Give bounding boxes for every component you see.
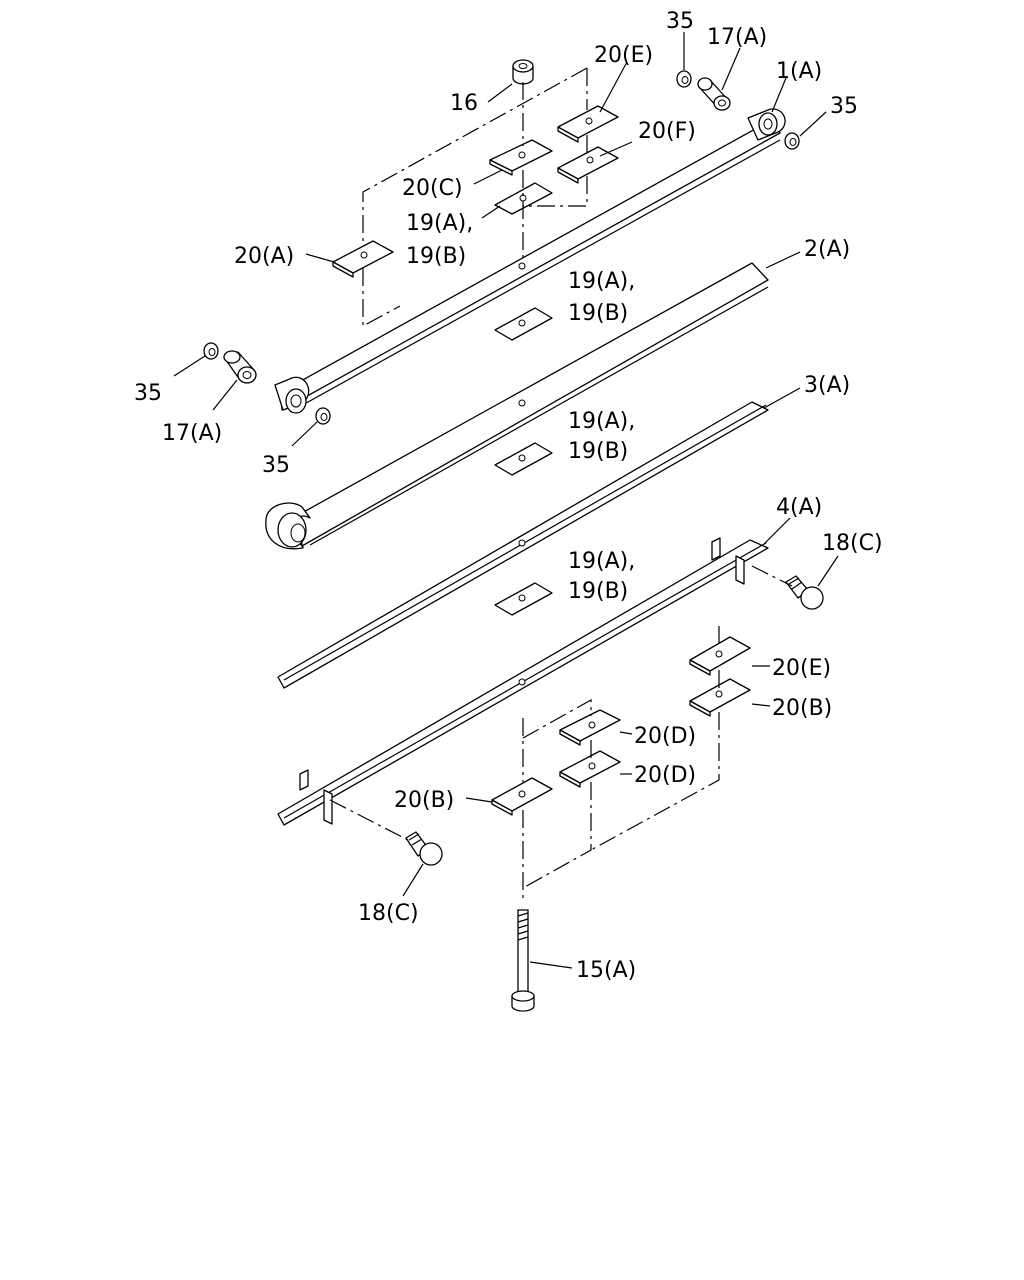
label-18c-right: 18(C) (822, 531, 883, 556)
label-35-left: 35 (134, 381, 162, 406)
plate-20b-left (491, 777, 553, 816)
label-19b-4: 19(B) (568, 579, 628, 604)
label-2a: 2(A) (804, 237, 850, 262)
washer-35-left (203, 342, 219, 360)
label-16: 16 (450, 91, 478, 116)
center-bolt-15a (511, 909, 535, 1012)
plate-20d-upper (559, 709, 621, 746)
label-17a-left: 17(A) (162, 421, 222, 446)
washer-35-lower (315, 407, 331, 425)
label-20e-bottom: 20(E) (772, 656, 831, 681)
label-19a-2: 19(A), (568, 269, 635, 294)
clip-bolt-18c-right (785, 575, 824, 610)
label-20b-left: 20(B) (394, 788, 454, 813)
label-20f: 20(F) (638, 119, 696, 144)
label-35-lower: 35 (262, 453, 290, 478)
nut-16 (512, 59, 534, 85)
label-20d-upper: 20(D) (634, 724, 696, 749)
plate-20a (332, 240, 394, 278)
label-19a-1: 19(A), (406, 211, 473, 236)
plate-20b-right (689, 678, 751, 717)
label-35-right: 35 (830, 94, 858, 119)
bushing-17a-left (223, 350, 257, 384)
washer-35-right (784, 132, 800, 150)
label-15a: 15(A) (576, 958, 636, 983)
bushing-17a-top (697, 77, 731, 111)
washer-35-top (676, 70, 692, 88)
leader-lines (173, 32, 839, 969)
label-19b-1: 19(B) (406, 244, 466, 269)
label-1a: 1(A) (776, 59, 822, 84)
label-19b-2: 19(B) (568, 301, 628, 326)
label-20b-right: 20(B) (772, 696, 832, 721)
pad-19-level-2 (494, 307, 553, 341)
label-20c: 20(C) (402, 176, 463, 201)
label-3a: 3(A) (804, 373, 850, 398)
label-20d-lower: 20(D) (634, 763, 696, 788)
callouts: 16 20(E) 35 17(A) 1(A) 35 20(F) 20(C) 19… (134, 9, 883, 983)
pad-19-level-4 (494, 582, 553, 616)
plate-20c (489, 139, 553, 176)
label-19a-3: 19(A), (568, 409, 635, 434)
label-17a-top: 17(A) (707, 25, 767, 50)
label-35-top: 35 (666, 9, 694, 34)
label-4a: 4(A) (776, 495, 822, 520)
plate-20e-top (557, 105, 619, 143)
label-20e-top: 20(E) (594, 43, 653, 68)
label-19b-3: 19(B) (568, 439, 628, 464)
plate-20e-bottom (689, 636, 751, 676)
plate-20d-lower (559, 750, 621, 788)
pad-19-level-3 (494, 442, 553, 476)
leaf-1a (274, 108, 786, 414)
center-lines (329, 67, 793, 900)
leaf-2a (265, 262, 769, 550)
clip-bolt-18c-left (405, 831, 443, 866)
label-19a-4: 19(A), (568, 549, 635, 574)
label-18c-left: 18(C) (358, 901, 419, 926)
label-20a: 20(A) (234, 244, 294, 269)
